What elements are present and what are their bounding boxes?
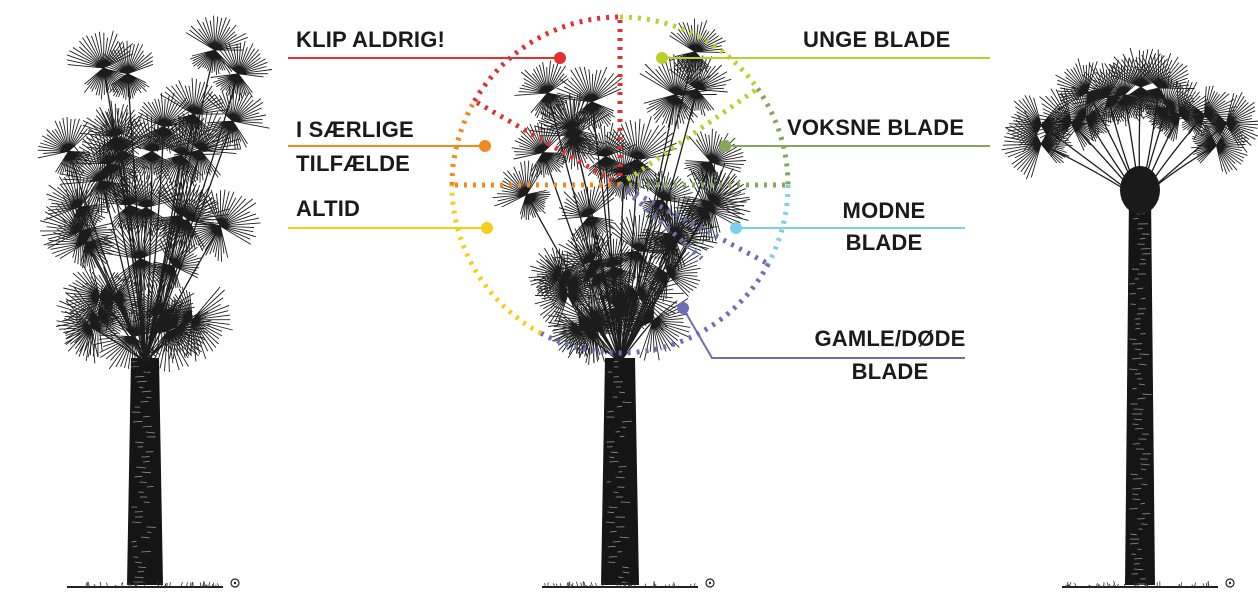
label-modne-line1: MODNE [828,196,940,226]
palm-tree-left-icon [38,16,272,587]
palm-tree-right-leaf-bases [1120,166,1160,214]
label-i-saerlige-line2: TILFÆLDE [296,149,410,179]
leader-voksne-blade-dot [719,140,731,152]
palm-tree-center-trunk [542,358,698,587]
arc-voksne-blade [758,89,788,185]
label-i-saerlige-line1: I SÆRLIGE [296,115,414,145]
label-klip-aldrig: KLIP ALDRIG! [296,25,445,55]
palm-tree-left-crown [38,16,272,375]
label-gamle-line1: GAMLE/DØDE [790,324,990,354]
leader-klip-aldrig-dot [554,52,566,64]
arc-i-saerlige [452,101,475,185]
label-unge-blade: UNGE BLADE [803,25,950,55]
palm-tree-center-crown [493,19,751,365]
arc-modne-blade [768,185,788,264]
palm-tree-right-trunk [1062,195,1218,587]
palm-tree-left-trunk [67,358,223,587]
leader-unge-blade-dot [656,52,668,64]
leader-altid-dot [481,222,493,234]
palm-tree-right-icon [1002,48,1258,587]
label-modne-line2: BLADE [828,228,940,258]
pruning-guides [288,17,990,358]
palm-trees [38,16,1258,587]
label-gamle-line2: BLADE [790,357,990,387]
leader-gamle-blade-dot [677,302,689,314]
label-voksne-blade: VOKSNE BLADE [787,113,964,143]
label-altid: ALTID [296,194,360,224]
leader-i-saerlige-dot [479,140,491,152]
leader-modne-blade-dot [730,222,742,234]
